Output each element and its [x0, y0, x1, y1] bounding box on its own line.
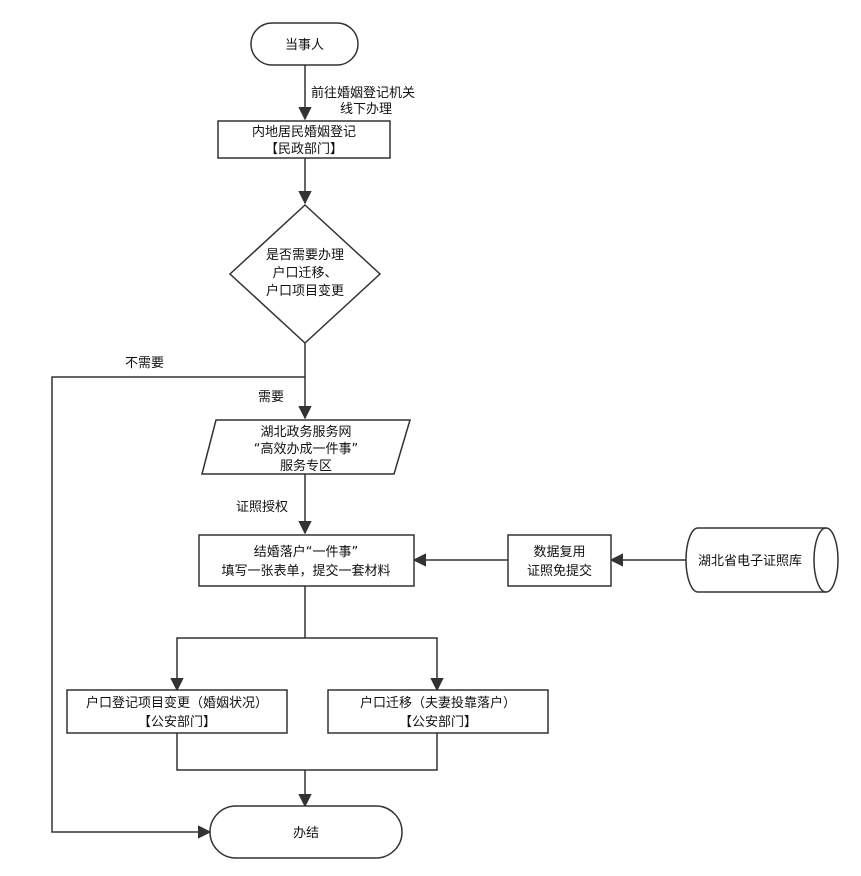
edges	[51, 65, 688, 839]
data-reuse-node: 数据复用 证照免提交	[507, 534, 612, 587]
edge-to-household-change	[170, 637, 305, 692]
edge-merge-from-household-move	[305, 733, 438, 771]
end-node: 办结	[209, 805, 403, 859]
edge-labels: 前往婚姻登记机关 线下办理 不需要 需要 证照授权	[125, 85, 415, 515]
portal-line2: “高效办成一件事”	[254, 441, 358, 457]
decision-node: 是否需要办理 户口迁移、 户口项目变更	[228, 203, 382, 345]
one-thing-line2: 填写一张表单，提交一套材料	[221, 563, 390, 579]
portal-line3: 服务专区	[280, 458, 332, 474]
authorize-label: 证照授权	[236, 499, 288, 515]
household-move-line2: 【公安部门】	[399, 715, 477, 730]
go-offline-label-line1: 前往婚姻登记机关	[311, 85, 415, 101]
end-node-label: 办结	[293, 826, 319, 841]
not-needed-label: 不需要	[125, 356, 164, 371]
database-node: 湖北省电子证照库	[685, 527, 839, 593]
start-node-label: 当事人	[285, 38, 324, 53]
database-label: 湖北省电子证照库	[698, 553, 802, 569]
decision-line2: 户口迁移、	[272, 265, 337, 281]
go-offline-label-line2: 线下办理	[340, 102, 392, 117]
household-move-node: 户口迁移（夫妻投靠落户） 【公安部门】	[327, 689, 549, 734]
civil-affairs-line2: 【民政部门】	[265, 142, 343, 157]
household-change-line1: 户口登记项目变更（婚姻状况）	[86, 695, 268, 711]
one-thing-line1: 结婚落户“一件事”	[254, 544, 358, 560]
start-node: 当事人	[250, 22, 359, 66]
decision-line3: 户口项目变更	[266, 283, 344, 299]
household-change-node: 户口登记项目变更（婚姻状况） 【公安部门】	[66, 689, 288, 734]
needed-label: 需要	[258, 390, 284, 405]
portal-node: 湖北政务服务网 “高效办成一件事” 服务专区	[201, 419, 412, 475]
one-thing-node: 结婚落户“一件事” 填写一张表单，提交一套材料	[198, 534, 415, 587]
household-move-line1: 户口迁移（夫妻投靠落户）	[360, 695, 516, 711]
civil-affairs-line1: 内地居民婚姻登记	[252, 124, 356, 140]
edge-to-household-move	[305, 637, 444, 692]
edge-decision-not-needed-to-end	[51, 376, 305, 839]
portal-line1: 湖北政务服务网	[260, 424, 351, 440]
household-change-line2: 【公安部门】	[138, 715, 216, 730]
decision-line1: 是否需要办理	[266, 248, 344, 263]
edge-merge-from-household-change	[176, 733, 305, 771]
data-reuse-line1: 数据复用	[533, 545, 585, 560]
civil-affairs-node: 内地居民婚姻登记 【民政部门】	[217, 120, 391, 159]
data-reuse-line2: 证照免提交	[527, 563, 592, 579]
